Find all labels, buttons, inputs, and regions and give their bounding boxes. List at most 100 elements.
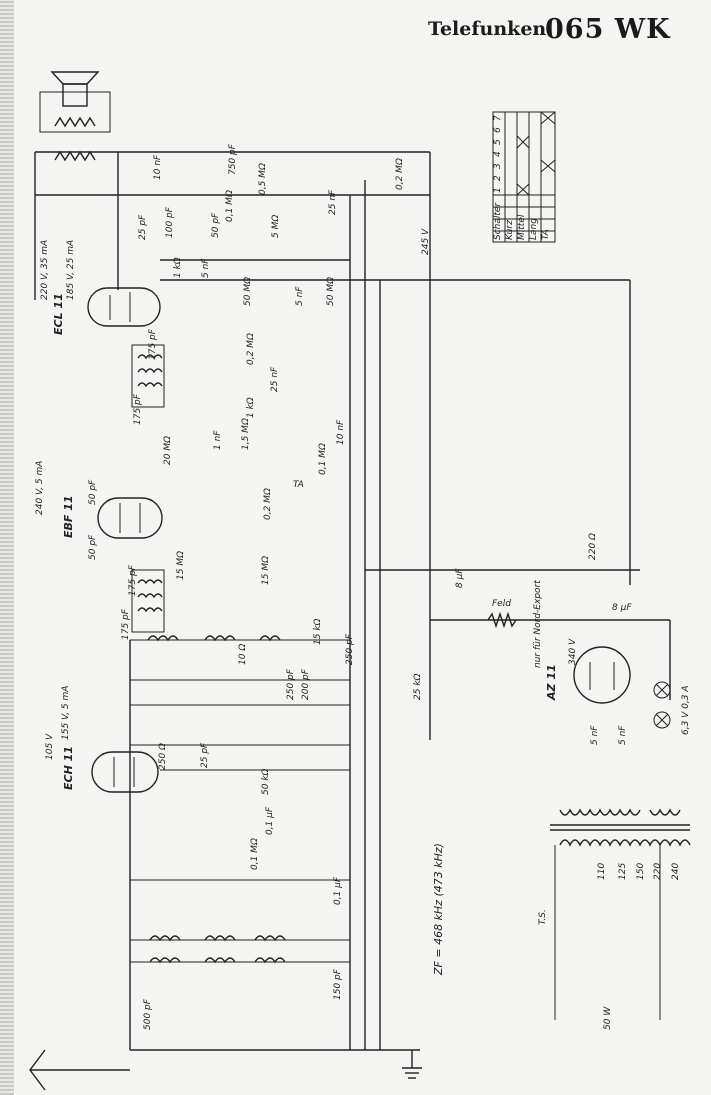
switch-col-4: 4 — [493, 151, 503, 157]
c250-label: 250 pF — [345, 633, 355, 665]
c200-label: 200 pF — [301, 668, 311, 700]
r01a-label: 0,1 MΩ — [225, 190, 235, 222]
field-coil — [487, 611, 517, 629]
if-transformer-2 — [131, 569, 165, 633]
oscillator-coils — [129, 635, 350, 1050]
if-transformer-1 — [131, 344, 165, 408]
b-plus-label: 245 V — [421, 228, 431, 255]
brand-title: Telefunken — [428, 18, 547, 40]
r50mb-label: 50 MΩ — [326, 277, 336, 306]
switch-col-6: 6 — [493, 127, 503, 133]
power-transformer — [550, 808, 691, 1020]
c1n-label: 1 nF — [213, 430, 223, 450]
label-ebf11: EBF 11 — [62, 495, 75, 538]
tap-125: 125 — [618, 863, 628, 880]
switch-row-ta: TA — [541, 229, 551, 240]
ecl-supply-label: 220 V, 35 mA — [40, 240, 50, 300]
switch-row-lang: Lang — [529, 218, 539, 240]
c50b-label: 50 pF — [88, 534, 98, 560]
tube-ebf11 — [97, 497, 163, 539]
tube-az11 — [573, 646, 631, 704]
label-ech11: ECH 11 — [62, 746, 75, 790]
r20m-label: 20 MΩ — [163, 436, 173, 465]
tap-150: 150 — [636, 863, 646, 880]
c8u2-label: 8 µF — [612, 603, 632, 613]
c175c-label: 175 pF — [128, 564, 138, 596]
c25nb-label: 25 nF — [270, 366, 280, 392]
r15m-label: 1,5 MΩ — [241, 418, 251, 450]
bus-lines — [35, 152, 671, 1051]
power-label: 50 W — [603, 1006, 613, 1030]
r50m-label: 50 MΩ — [243, 277, 253, 306]
switch-col-2: 2 — [493, 175, 503, 181]
tube-ech11 — [91, 751, 159, 793]
antenna-icon — [29, 1049, 130, 1091]
c01u2-label: 0,1 µF — [333, 876, 343, 905]
r250-label: 250 Ω — [158, 743, 168, 770]
fuse-label: T.S. — [538, 909, 548, 925]
c5n-label: 5 nF — [201, 258, 211, 278]
lamp-label: 6,3 V 0,3 A — [681, 685, 691, 735]
pilot-lamps — [653, 681, 671, 729]
field-label: Feld — [492, 599, 511, 609]
r15mb-label: 15 MΩ — [261, 556, 271, 585]
r50k-label: 50 kΩ — [261, 768, 271, 795]
tap-110: 110 — [597, 863, 607, 880]
rect-voltage-label: 340 V — [568, 638, 578, 665]
c750-label: 750 pF — [228, 143, 238, 175]
c250b-label: 250 pF — [286, 668, 296, 700]
ecl-supply2-label: 185 V, 25 mA — [66, 240, 76, 300]
r220-label: 220 Ω — [588, 533, 598, 560]
switch-col-3: 3 — [493, 163, 503, 169]
ech-155-label: 155 V, 5 mA — [61, 686, 71, 740]
c175b-label: 175 pF — [133, 393, 143, 425]
c25-label: 25 nF — [328, 189, 338, 215]
switch-row-kurz: Kurz — [505, 220, 515, 240]
c5n2-label: 5 nF — [590, 725, 600, 745]
r5m-label: 5 MΩ — [271, 215, 281, 238]
switch-col-5: 5 — [493, 139, 503, 145]
switch-col-1: 1 — [493, 187, 503, 193]
c175a-label: 175 pF — [148, 328, 158, 360]
speaker-icon — [39, 71, 111, 133]
r05-label: 0,5 MΩ — [258, 163, 268, 195]
c01u-label: 0,1 µF — [265, 806, 275, 835]
model-title: 065 WK — [545, 14, 671, 45]
c50p-label: 50 pF — [211, 212, 221, 238]
r01b-label: 0,1 MΩ — [318, 443, 328, 475]
c175d-label: 175 pF — [121, 608, 131, 640]
export-note: nur für Nord-Export — [533, 580, 543, 668]
zf-label: ZF = 468 kHz (473 kHz) — [432, 843, 445, 976]
c10n2-label: 10 nF — [336, 419, 346, 445]
r02c-label: 0,2 MΩ — [263, 488, 273, 520]
c50a-label: 50 pF — [88, 479, 98, 505]
c5n3-label: 5 nF — [618, 725, 628, 745]
label-ecl11: ECL 11 — [52, 293, 65, 335]
r15k-label: 15 kΩ — [313, 618, 323, 645]
switch-col-7: 7 — [493, 115, 503, 121]
r1k-label: 1 kΩ — [173, 257, 183, 278]
switch-row-mittel: Mittel — [517, 214, 527, 240]
label-az11: AZ 11 — [545, 664, 558, 701]
scan-edge — [0, 0, 14, 1095]
c150-label: 150 pF — [333, 968, 343, 1000]
c25p-label: 25 pF — [138, 214, 148, 240]
r25k-label: 25 kΩ — [413, 673, 423, 700]
r02b-label: 0,2 MΩ — [246, 333, 256, 365]
tap-240: 240 — [671, 863, 681, 880]
r1kb-label: 1 kΩ — [246, 397, 256, 418]
c100p-label: 100 pF — [165, 206, 175, 238]
r01c-label: 0,1 MΩ — [250, 838, 260, 870]
r10-label: 10 Ω — [238, 644, 248, 665]
tube-ecl11 — [87, 287, 161, 327]
r15ma-label: 15 MΩ — [176, 551, 186, 580]
tap-220: 220 — [653, 863, 663, 880]
c10n-label: 10 nF — [153, 154, 163, 180]
ech-105-label: 105 V — [45, 733, 55, 760]
c500-label: 500 pF — [143, 998, 153, 1030]
switch-table — [492, 111, 556, 243]
ground-icon — [402, 1050, 422, 1079]
c8u-label: 8 µF — [455, 568, 465, 588]
